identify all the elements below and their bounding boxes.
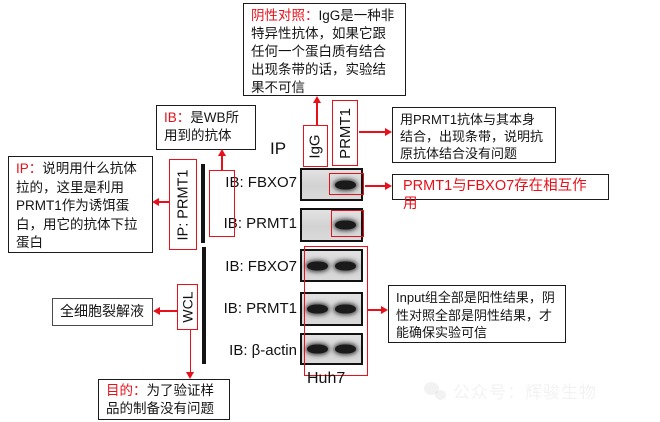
band-highlight-ip-fbxo7 xyxy=(329,173,364,195)
arrow-left-icon xyxy=(152,197,159,206)
wcl-section-bracket xyxy=(202,247,206,364)
arrow-line xyxy=(316,103,318,126)
row-label-wcl-fbxo7: IB: FBXO7 xyxy=(225,258,297,275)
arrow-line xyxy=(221,156,223,170)
note-body: 为了验证样品的制备没有问题 xyxy=(106,383,214,416)
conclusion-text: PRMT1与FBXO7存在相互作用 xyxy=(403,178,587,212)
row-label-wcl-bactin: IB: β-actin xyxy=(229,342,297,359)
row-label-ip-prmt1: IB: PRMT1 xyxy=(223,215,297,232)
arrow-line xyxy=(365,185,386,187)
arrow-line xyxy=(368,309,381,311)
arrow-right-icon xyxy=(385,127,392,136)
lane-label-prmt1: PRMT1 xyxy=(332,100,358,166)
negative-control-note-box: 阴性对照：IgG是一种非特异性抗体，如果它跟任何一个蛋白质有结合出现条带的话，实… xyxy=(243,3,406,96)
lane-label-igg: IgG xyxy=(303,125,328,167)
ib-definition-box: IB：是WB所用到的抗体 xyxy=(156,105,256,150)
wechat-icon xyxy=(424,381,446,400)
input-validation-note-box: Input组全部是阳性结果，阴性对照全部是阴性结果，才能确保实验可信 xyxy=(388,285,566,343)
arrow-line xyxy=(359,131,386,133)
note-body: 全细胞裂解液 xyxy=(60,303,144,319)
ip-definition-box: IP：说明用什么抗体拉的，这里是利用PRMT1作为诱饵蛋白，用它的抗体下拉蛋白 xyxy=(8,156,153,253)
blot-wcl-fbxo7 xyxy=(300,249,363,282)
row-label-wcl-prmt1: IB: PRMT1 xyxy=(223,300,297,317)
arrow-left-icon xyxy=(153,306,160,315)
interaction-conclusion-box: PRMT1与FBXO7存在相互作用 xyxy=(392,174,609,212)
arrow-line xyxy=(189,330,192,373)
note-prefix: IP： xyxy=(16,161,43,176)
arrow-line xyxy=(159,310,177,312)
ip-column-header: IP xyxy=(270,139,287,158)
arrow-up-icon xyxy=(312,96,321,103)
note-prefix: IB： xyxy=(164,110,191,125)
wcl-section-label: WCL xyxy=(177,284,198,330)
note-body: IgG是一种非特异性抗体，如果它跟任何一个蛋白质有结合出现条带的话，实验结果不可… xyxy=(251,8,395,95)
wcl-blots-highlight xyxy=(304,246,368,376)
empty-lane xyxy=(304,170,332,199)
note-prefix: 阴性对照： xyxy=(251,8,319,23)
watermark-text: 公众号：辉骏生物 xyxy=(453,383,597,402)
note-body: 是WB所用到的抗体 xyxy=(164,110,240,143)
ip-section-label: IP: PRMT1 xyxy=(169,159,197,250)
ib-labels-highlight xyxy=(209,170,235,237)
note-body: 用PRMT1抗体与其本身结合，出现条带，说明抗原抗体结合没有问题 xyxy=(400,112,544,161)
purpose-note-box: 目的：为了验证样品的制备没有问题 xyxy=(98,379,230,420)
note-body: Input组全部是阳性结果，阴性对照全部是阴性结果，才能确保实验可信 xyxy=(396,290,555,340)
band-highlight-ip-prmt1 xyxy=(331,210,364,237)
blot-wcl-bactin xyxy=(300,333,363,365)
note-body: 说明用什么抗体拉的，这里是利用PRMT1作为诱饵蛋白，用它的抗体下拉蛋白 xyxy=(16,161,138,250)
row-label-ip-fbxo7: IB: FBXO7 xyxy=(225,174,297,191)
arrow-right-icon xyxy=(381,305,388,314)
blot-wcl-prmt1 xyxy=(300,292,363,326)
ip-section-bracket xyxy=(201,164,205,243)
prmt1-self-binding-note-box: 用PRMT1抗体与其本身结合，出现条带，说明抗原抗体结合没有问题 xyxy=(392,107,556,163)
wcl-definition-box: 全细胞裂解液 xyxy=(52,298,153,326)
empty-lane xyxy=(304,210,332,240)
note-prefix: 目的： xyxy=(106,383,147,398)
watermark: 公众号：辉骏生物 xyxy=(424,378,597,403)
cell-line-label: Huh7 xyxy=(307,370,346,387)
arrow-down-icon xyxy=(186,372,194,379)
arrow-right-icon xyxy=(385,181,392,190)
arrow-up-icon xyxy=(217,149,226,156)
arrow-line xyxy=(158,201,169,203)
